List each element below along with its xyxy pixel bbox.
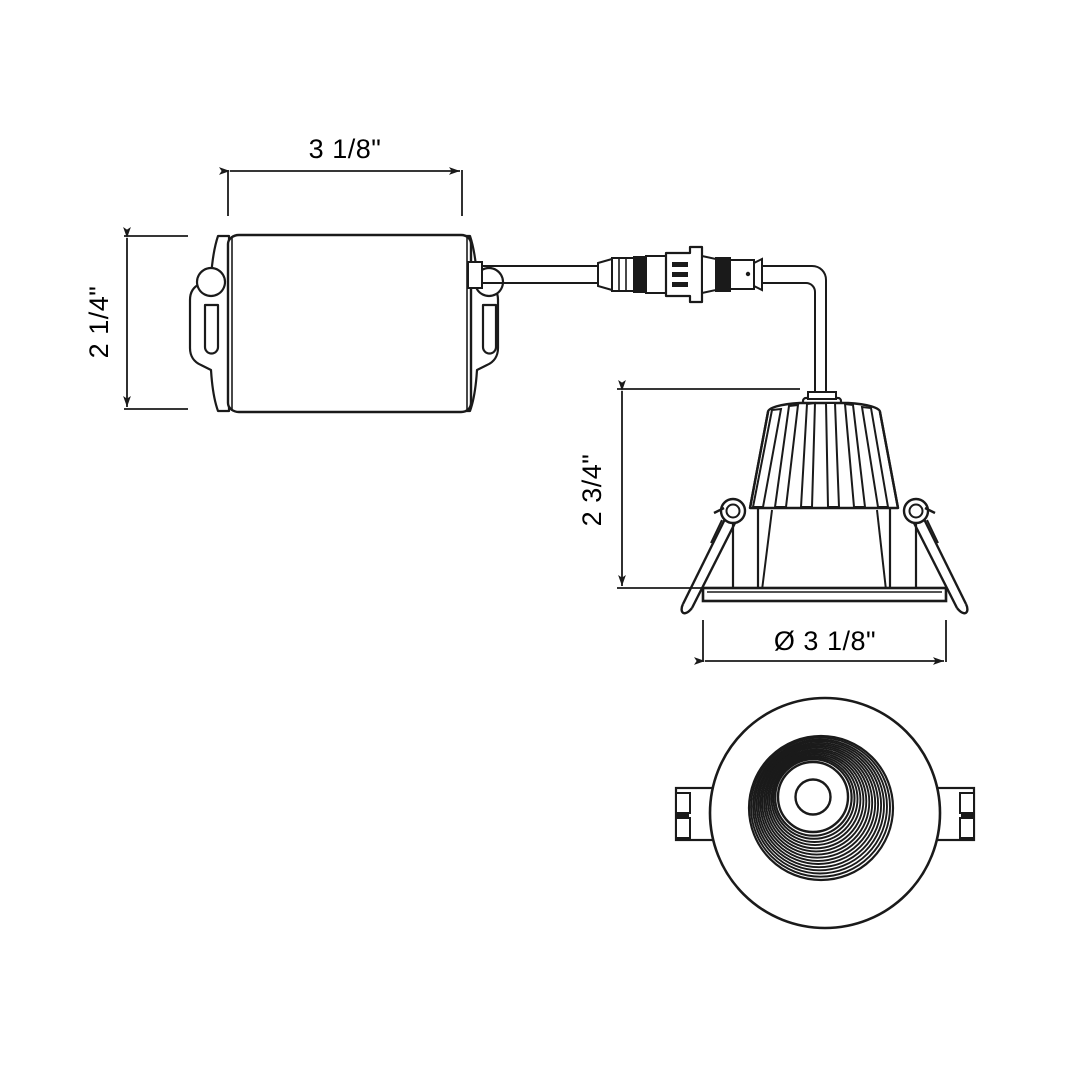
can-side-walls — [756, 508, 892, 590]
concentric-reflector-rings — [747, 734, 895, 882]
connector-collar-dark-left — [633, 256, 647, 293]
output-cable-assembly — [482, 245, 827, 400]
dim-label-driver-height: 2 1/4" — [84, 286, 114, 359]
fin-3 — [799, 401, 817, 508]
enclosure-outline — [226, 233, 473, 414]
connector-barrel-left — [611, 257, 635, 292]
spring-coil-inner-left — [725, 503, 741, 519]
fin-1 — [751, 407, 783, 508]
driver-enclosure-body — [226, 233, 473, 414]
center-lens — [794, 778, 832, 816]
cable-lower-right — [762, 282, 816, 400]
spring-arm-right-a — [922, 518, 968, 605]
heat-sink-edge-left — [748, 411, 770, 509]
connector-detent-dot — [745, 271, 751, 277]
spring-arm-left-a — [681, 518, 727, 605]
spring-bracket-left — [710, 519, 723, 544]
connector-end-cap — [753, 257, 763, 292]
connector-pin-2 — [672, 272, 688, 277]
reflector-ring-4 — [755, 741, 883, 869]
spring-arm-left-b — [690, 522, 737, 609]
reflector-ring-5 — [757, 743, 880, 865]
downlight-section-view — [680, 391, 969, 615]
spring-arm-right-b — [912, 522, 959, 609]
spring-coil-inner-right — [908, 503, 924, 519]
spring-hook-left — [713, 506, 725, 515]
fin-5 — [843, 402, 867, 508]
dim-label-downlight-diameter: Ø 3 1/8" — [774, 626, 876, 656]
keyhole-mounting-tab-left — [188, 234, 231, 413]
flange-plate — [701, 586, 948, 603]
heat-sink-edge-right — [878, 411, 900, 509]
reflector-ring-10 — [766, 751, 865, 850]
plan-tab-left-slot-bottom — [675, 817, 691, 839]
reflector-ring-8 — [763, 748, 871, 856]
driver-cable-gland — [467, 261, 483, 289]
dimension-driver-width: 3 1/8" — [219, 134, 463, 216]
connector-pin-1 — [672, 262, 688, 267]
plan-tab-right-pivot — [961, 812, 973, 819]
reflector-ring-7 — [761, 746, 874, 859]
dimension-driver-height: 2 1/4" — [84, 227, 188, 410]
connector-strain-relief-left — [597, 257, 613, 292]
plan-tab-left-slot-top — [675, 792, 691, 814]
spring-tip-right — [956, 603, 969, 615]
reflector-ring-13 — [772, 756, 856, 840]
trim-flange — [701, 586, 948, 603]
connector-body-mid — [645, 255, 667, 294]
plan-tab-right-slot-bottom — [959, 817, 975, 839]
reflector-ring-1 — [750, 736, 891, 878]
plan-tab-right-slot-top — [959, 792, 975, 814]
driver-box-side-view — [188, 233, 505, 414]
reflector-ring-11 — [768, 753, 862, 847]
fin-2 — [773, 403, 800, 508]
dimension-downlight-height: 2 3/4" — [577, 380, 800, 589]
can-inner-left — [761, 509, 773, 591]
keyhole-round-left — [195, 266, 227, 298]
dim-label-driver-width: 3 1/8" — [309, 134, 382, 164]
reflector-ring-3 — [753, 740, 885, 872]
reflector-ring-2 — [752, 738, 888, 875]
fin-4 — [824, 402, 841, 508]
downlight-plan-view — [674, 696, 976, 930]
connector-collar-dark-right — [715, 257, 731, 292]
fin-6 — [860, 405, 890, 508]
reflector-ring-0 — [747, 734, 895, 882]
torsion-spring-clip-left — [680, 497, 747, 615]
connector-barrel-right — [729, 259, 755, 290]
dim-label-downlight-height: 2 3/4" — [577, 454, 607, 527]
cable-upper-right — [762, 265, 827, 400]
keyhole-slot-left — [203, 303, 220, 355]
reflector-ring-12 — [770, 755, 859, 843]
quick-connect-connector — [597, 245, 763, 304]
finned-heat-sink — [748, 401, 900, 510]
spring-bracket-right — [926, 519, 939, 544]
reflector-ring-14 — [774, 758, 853, 837]
reflector-ring-9 — [764, 750, 868, 853]
gland-collar — [467, 261, 483, 289]
torsion-spring-clip-right — [902, 497, 969, 615]
reflector-ring-6 — [759, 745, 877, 862]
connector-pin-3 — [672, 282, 688, 287]
dimension-downlight-diameter: Ø 3 1/8" — [694, 620, 947, 665]
gland-nut — [807, 391, 837, 400]
keyhole-slot-right — [481, 303, 498, 355]
plan-tab-left-pivot — [677, 812, 689, 819]
connector-taper-right — [701, 254, 717, 295]
spring-tip-left — [680, 603, 693, 615]
can-inner-right — [876, 509, 887, 591]
spring-hook-right — [924, 506, 936, 515]
